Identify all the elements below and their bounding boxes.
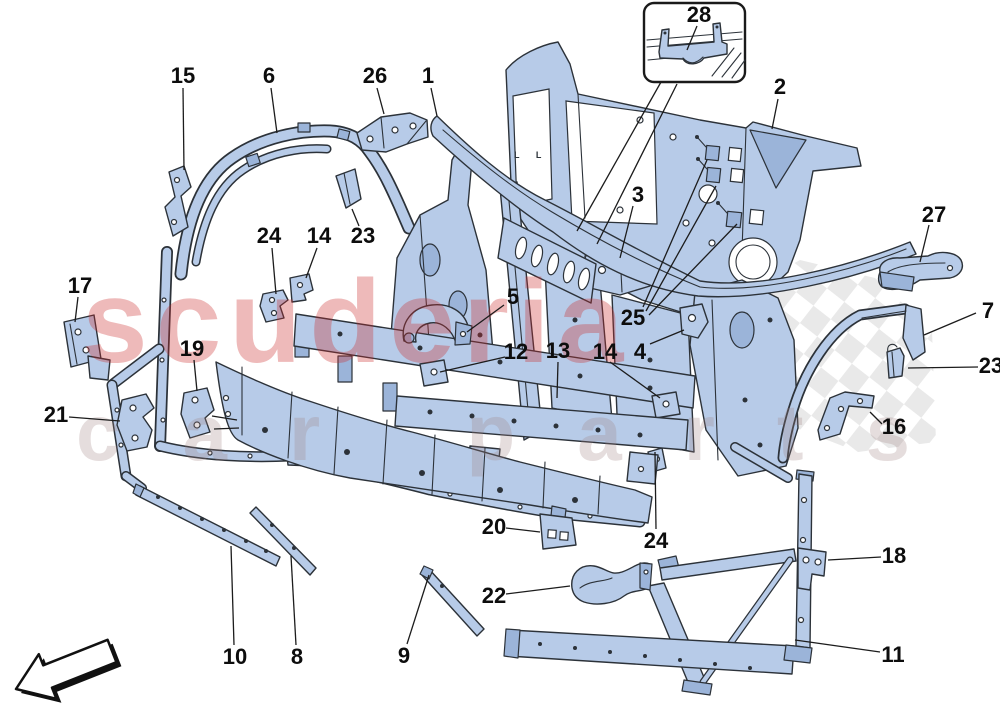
callout-24-right: 24	[644, 528, 669, 553]
part-5-hook	[402, 304, 473, 346]
callout-12: 12	[504, 339, 528, 364]
part-19-bracket	[180, 387, 215, 439]
panel-stamp-marks: L L	[514, 150, 548, 160]
tube-bolt-holes	[114, 297, 167, 448]
rail-vent-slots	[514, 236, 591, 291]
callout-11: 11	[881, 642, 904, 667]
callout-9: 9	[398, 643, 410, 668]
callout-14-left: 14	[307, 223, 332, 248]
part-8-strip	[249, 506, 317, 576]
front-bumper-beam	[215, 361, 653, 524]
direction-arrow-icon	[14, 638, 122, 703]
part-10-strip	[132, 483, 281, 567]
car-parts-watermark: car parts	[76, 388, 972, 477]
part-15-bracket	[164, 165, 192, 237]
upper-frame-rail	[293, 313, 696, 412]
part-23-right-bracket	[886, 343, 905, 379]
inset-detail-box	[576, 1, 747, 245]
callout-28: 28	[687, 2, 711, 27]
callout-20: 20	[482, 514, 506, 539]
scuderia-watermark: scuderia	[82, 256, 631, 388]
callout-13: 13	[546, 338, 570, 363]
part-24-left-bracket	[259, 289, 289, 323]
part-18-bracket	[797, 547, 827, 591]
left-lower-frame	[106, 246, 173, 493]
callout-17: 17	[68, 273, 92, 298]
part-16-bracket	[817, 391, 875, 441]
part-7-front-rail	[777, 303, 926, 464]
callout-18: 18	[882, 543, 906, 568]
callout-23-right: 23	[979, 353, 1000, 378]
callout-22: 22	[482, 583, 506, 608]
part-21-bracket	[116, 393, 155, 452]
callout-6: 6	[263, 63, 275, 88]
callout-4: 4	[634, 339, 647, 364]
callout-14-right: 14	[593, 339, 618, 364]
part-14-left-bracket	[289, 273, 314, 303]
callout-21: 21	[44, 402, 68, 427]
callout-5: 5	[507, 284, 519, 309]
callout-24-left: 24	[257, 223, 282, 248]
part-1-curved-rail	[430, 115, 917, 304]
callout-26: 26	[363, 63, 387, 88]
part-4-bracket	[679, 303, 709, 339]
leader-lines	[68, 25, 979, 653]
callout-labels: 15 6 26 1 28 2 27 3 24 14 23 17 5 25 7 4…	[44, 2, 1000, 669]
part-27-duct	[877, 251, 964, 292]
part-upper-arch-frame	[174, 122, 416, 281]
part-28-clamp-bracket	[658, 22, 728, 65]
callout-16: 16	[882, 414, 906, 439]
part-22-duct	[571, 562, 653, 605]
callout-27: 27	[922, 202, 946, 227]
callout-19: 19	[180, 336, 204, 361]
callout-7: 7	[982, 298, 994, 323]
part-12-bracket	[419, 359, 449, 387]
part-20-plate	[539, 505, 577, 550]
callout-2: 2	[774, 74, 786, 99]
callout-1: 1	[422, 63, 434, 88]
callout-23-left: 23	[351, 223, 375, 248]
callout-10: 10	[223, 644, 247, 669]
part-14-right-bracket	[651, 391, 681, 419]
part-26-bracket	[356, 112, 429, 153]
callout-15: 15	[171, 63, 195, 88]
part-9-strip	[419, 565, 485, 637]
callout-3: 3	[632, 182, 644, 207]
part-23-left-bracket	[335, 168, 362, 209]
part-25-mounting-plates	[695, 135, 765, 229]
part-17-bracket	[63, 314, 111, 381]
callout-25: 25	[621, 305, 645, 330]
callout-8: 8	[291, 644, 303, 669]
